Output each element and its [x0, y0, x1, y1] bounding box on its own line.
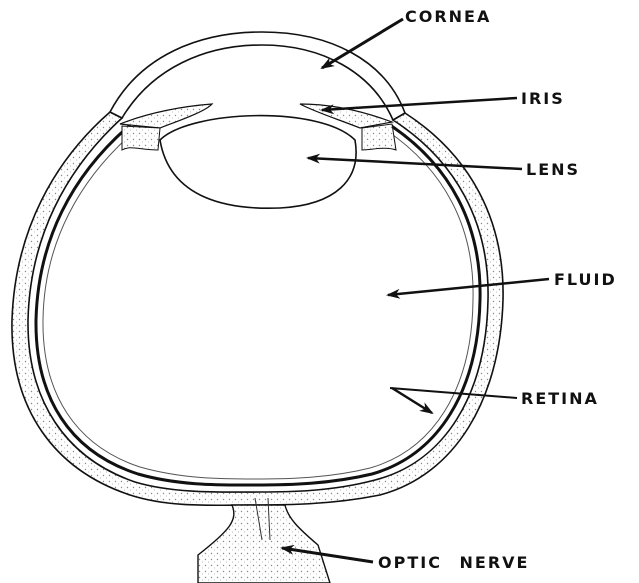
iris-label: IRIS — [521, 89, 565, 108]
iris-arrow — [322, 98, 517, 110]
optic-nerve-label: OPTIC NERVE — [378, 553, 529, 572]
cornea-label: CORNEA — [405, 7, 491, 26]
ciliary-body-right — [362, 124, 396, 150]
lens — [160, 116, 356, 209]
ciliary-body-left — [122, 126, 160, 150]
optic-nerve — [198, 505, 330, 583]
lens-label: LENS — [526, 160, 580, 179]
fluid-arrow — [388, 279, 549, 295]
fluid-label: FLUID — [554, 270, 617, 289]
retina-arrow-upper — [390, 388, 517, 398]
retina-label: RETINA — [521, 389, 599, 408]
